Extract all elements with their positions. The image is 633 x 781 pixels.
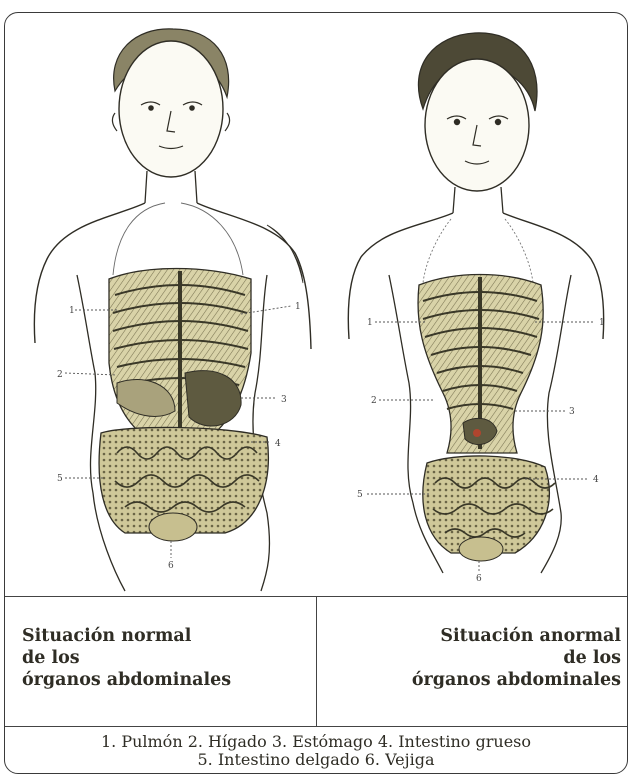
normal-figure: 1 1 2 3 4 5 6 <box>34 29 311 591</box>
normal-caption-line2: de los <box>22 647 231 669</box>
normal-label-small-intestine: 5 <box>57 474 63 484</box>
abnormal-label-lung-left: 1 <box>367 318 373 328</box>
abnormal-label-small-intestine: 5 <box>357 490 363 500</box>
normal-label-large-intestine: 4 <box>275 439 281 449</box>
table-rule-center <box>316 596 317 726</box>
abnormal-label-stomach: 3 <box>569 407 575 417</box>
table-rule-bottom <box>5 726 627 727</box>
abnormal-caption-line2: de los <box>412 647 621 669</box>
abnormal-label-large-intestine: 4 <box>593 475 599 485</box>
legend-line2: 5. Intestino delgado 6. Vejiga <box>5 751 627 769</box>
organ-legend: 1. Pulmón 2. Hígado 3. Estómago 4. Intes… <box>5 733 627 769</box>
normal-head <box>119 41 223 177</box>
legend-line1: 1. Pulmón 2. Hígado 3. Estómago 4. Intes… <box>5 733 627 751</box>
normal-caption: Situación normal de los órganos abdomina… <box>22 625 231 691</box>
abnormal-bladder <box>459 537 503 561</box>
anatomy-illustration: 1 1 2 3 4 5 6 <box>5 13 627 596</box>
normal-label-lung-right: 1 <box>295 302 301 312</box>
normal-bladder <box>149 513 197 541</box>
abnormal-caption-line3: órganos abdominales <box>412 669 621 691</box>
abnormal-label-bladder: 6 <box>476 574 482 584</box>
normal-caption-line1: Situación normal <box>22 625 231 647</box>
normal-label-stomach: 3 <box>281 395 287 405</box>
abnormal-caption-line1: Situación anormal <box>412 625 621 647</box>
normal-label-lung-left: 1 <box>69 306 75 316</box>
abnormal-figure: 1 1 2 3 4 5 6 <box>348 33 604 584</box>
normal-label-bladder: 6 <box>168 561 174 571</box>
abnormal-label-liver: 2 <box>371 396 377 406</box>
abnormal-stomach-red-spot <box>473 429 481 437</box>
abnormal-caption: Situación anormal de los órganos abdomin… <box>412 625 621 691</box>
normal-caption-line3: órganos abdominales <box>22 669 231 691</box>
normal-label-liver: 2 <box>57 370 63 380</box>
abnormal-label-lung-right: 1 <box>599 318 605 328</box>
